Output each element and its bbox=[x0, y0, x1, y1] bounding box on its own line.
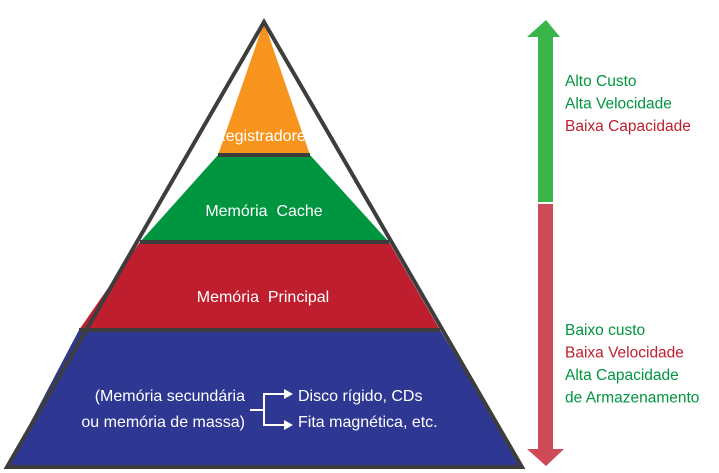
bottom-characteristic-line: Baixa Velocidade bbox=[565, 345, 684, 362]
bottom-characteristic-line: Alta Capacidade bbox=[565, 367, 679, 384]
label-secundaria-line1: (Memória secundária bbox=[95, 388, 245, 405]
bottom-characteristic-line: de Armazenamento bbox=[565, 390, 699, 407]
arrowhead-fita-icon bbox=[284, 420, 293, 430]
bottom-characteristic-line: Baixo custo bbox=[565, 322, 645, 339]
arrow-up-icon bbox=[527, 20, 560, 202]
level-registradores bbox=[218, 22, 310, 155]
bracket-arrow-icon bbox=[250, 393, 285, 426]
label-registradores: Registradores bbox=[214, 128, 314, 145]
top-characteristic-line: Alto Custo bbox=[565, 73, 637, 90]
label-secundaria-line2: ou memória de massa) bbox=[81, 414, 245, 431]
example-disco-rigido: Disco rígido, CDs bbox=[298, 388, 422, 405]
level-memoria-principal bbox=[79, 242, 440, 330]
top-characteristic-line: Baixa Capacidade bbox=[565, 118, 691, 135]
arrow-down-icon bbox=[527, 204, 564, 466]
label-memoria-cache: Memória Cache bbox=[205, 203, 322, 220]
arrowhead-disco-icon bbox=[284, 389, 293, 399]
example-fita-magnetica: Fita magnética, etc. bbox=[298, 414, 438, 431]
pyramid-outline bbox=[3, 18, 526, 469]
level-memoria-cache bbox=[140, 155, 389, 242]
label-memoria-principal: Memória Principal bbox=[197, 289, 329, 306]
top-characteristic-line: Alta Velocidade bbox=[565, 96, 672, 113]
